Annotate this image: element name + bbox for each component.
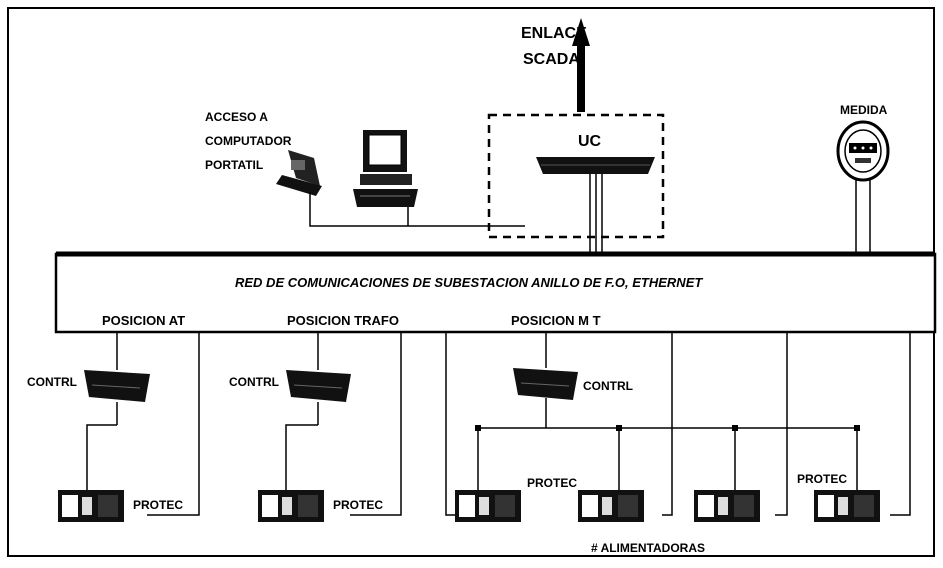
feeder-relay-1-icon: [455, 490, 521, 522]
feeders-label: # ALIMENTADORAS: [591, 541, 705, 555]
at-protection-label: PROTEC: [133, 498, 183, 512]
bus-label: RED DE COMUNICACIONES DE SUBESTACION ANI…: [235, 275, 703, 290]
scada-uplink-arrow: [572, 18, 590, 112]
mt-wiring: [445, 332, 911, 516]
mt-protection-label-1: PROTEC: [527, 476, 577, 490]
mt-control-unit-icon: [513, 368, 578, 400]
position-mt-label: POSICION M T: [511, 313, 601, 328]
mt-control-label: CONTRL: [583, 379, 633, 393]
meter-label: MEDIDA: [840, 103, 888, 117]
at-control-unit-icon: [84, 370, 150, 402]
trafo-protection-relay-icon: [258, 490, 324, 522]
laptop-label-line3: PORTATIL: [205, 158, 263, 172]
uc-label: UC: [578, 133, 602, 150]
laptop-label-line1: ACCESO A: [205, 110, 268, 124]
position-trafo-label: POSICION TRAFO: [287, 313, 399, 328]
uc-dashed-box: [487, 113, 665, 239]
desktop-computer-icon: [353, 130, 418, 207]
computer-connection-lines: [309, 192, 525, 227]
feeder-relay-3-icon: [694, 490, 760, 522]
feeder-relay-2-icon: [578, 490, 644, 522]
laptop-label-line2: COMPUTADOR: [205, 134, 292, 148]
at-wiring: [86, 332, 200, 516]
trafo-control-label: CONTRL: [229, 375, 279, 389]
trafo-control-unit-icon: [286, 370, 351, 402]
mt-junctions: [475, 425, 860, 431]
scada-label-line1: ENLACE: [521, 25, 587, 42]
laptop-icon: [276, 150, 322, 196]
uc-bus-links: [589, 174, 603, 253]
mt-protection-label-2: PROTEC: [797, 472, 847, 486]
trafo-protection-label: PROTEC: [333, 498, 383, 512]
feeder-relay-4-icon: [814, 490, 880, 522]
uc-unit-icon: [536, 157, 655, 174]
at-control-label: CONTRL: [27, 375, 77, 389]
meter-icon: [836, 120, 890, 252]
position-at-label: POSICION AT: [102, 313, 185, 328]
scada-label-line2: SCADA: [523, 51, 580, 68]
ethernet-ring-bus: [54, 252, 937, 334]
trafo-wiring: [285, 332, 402, 516]
at-protection-relay-icon: [58, 490, 124, 522]
